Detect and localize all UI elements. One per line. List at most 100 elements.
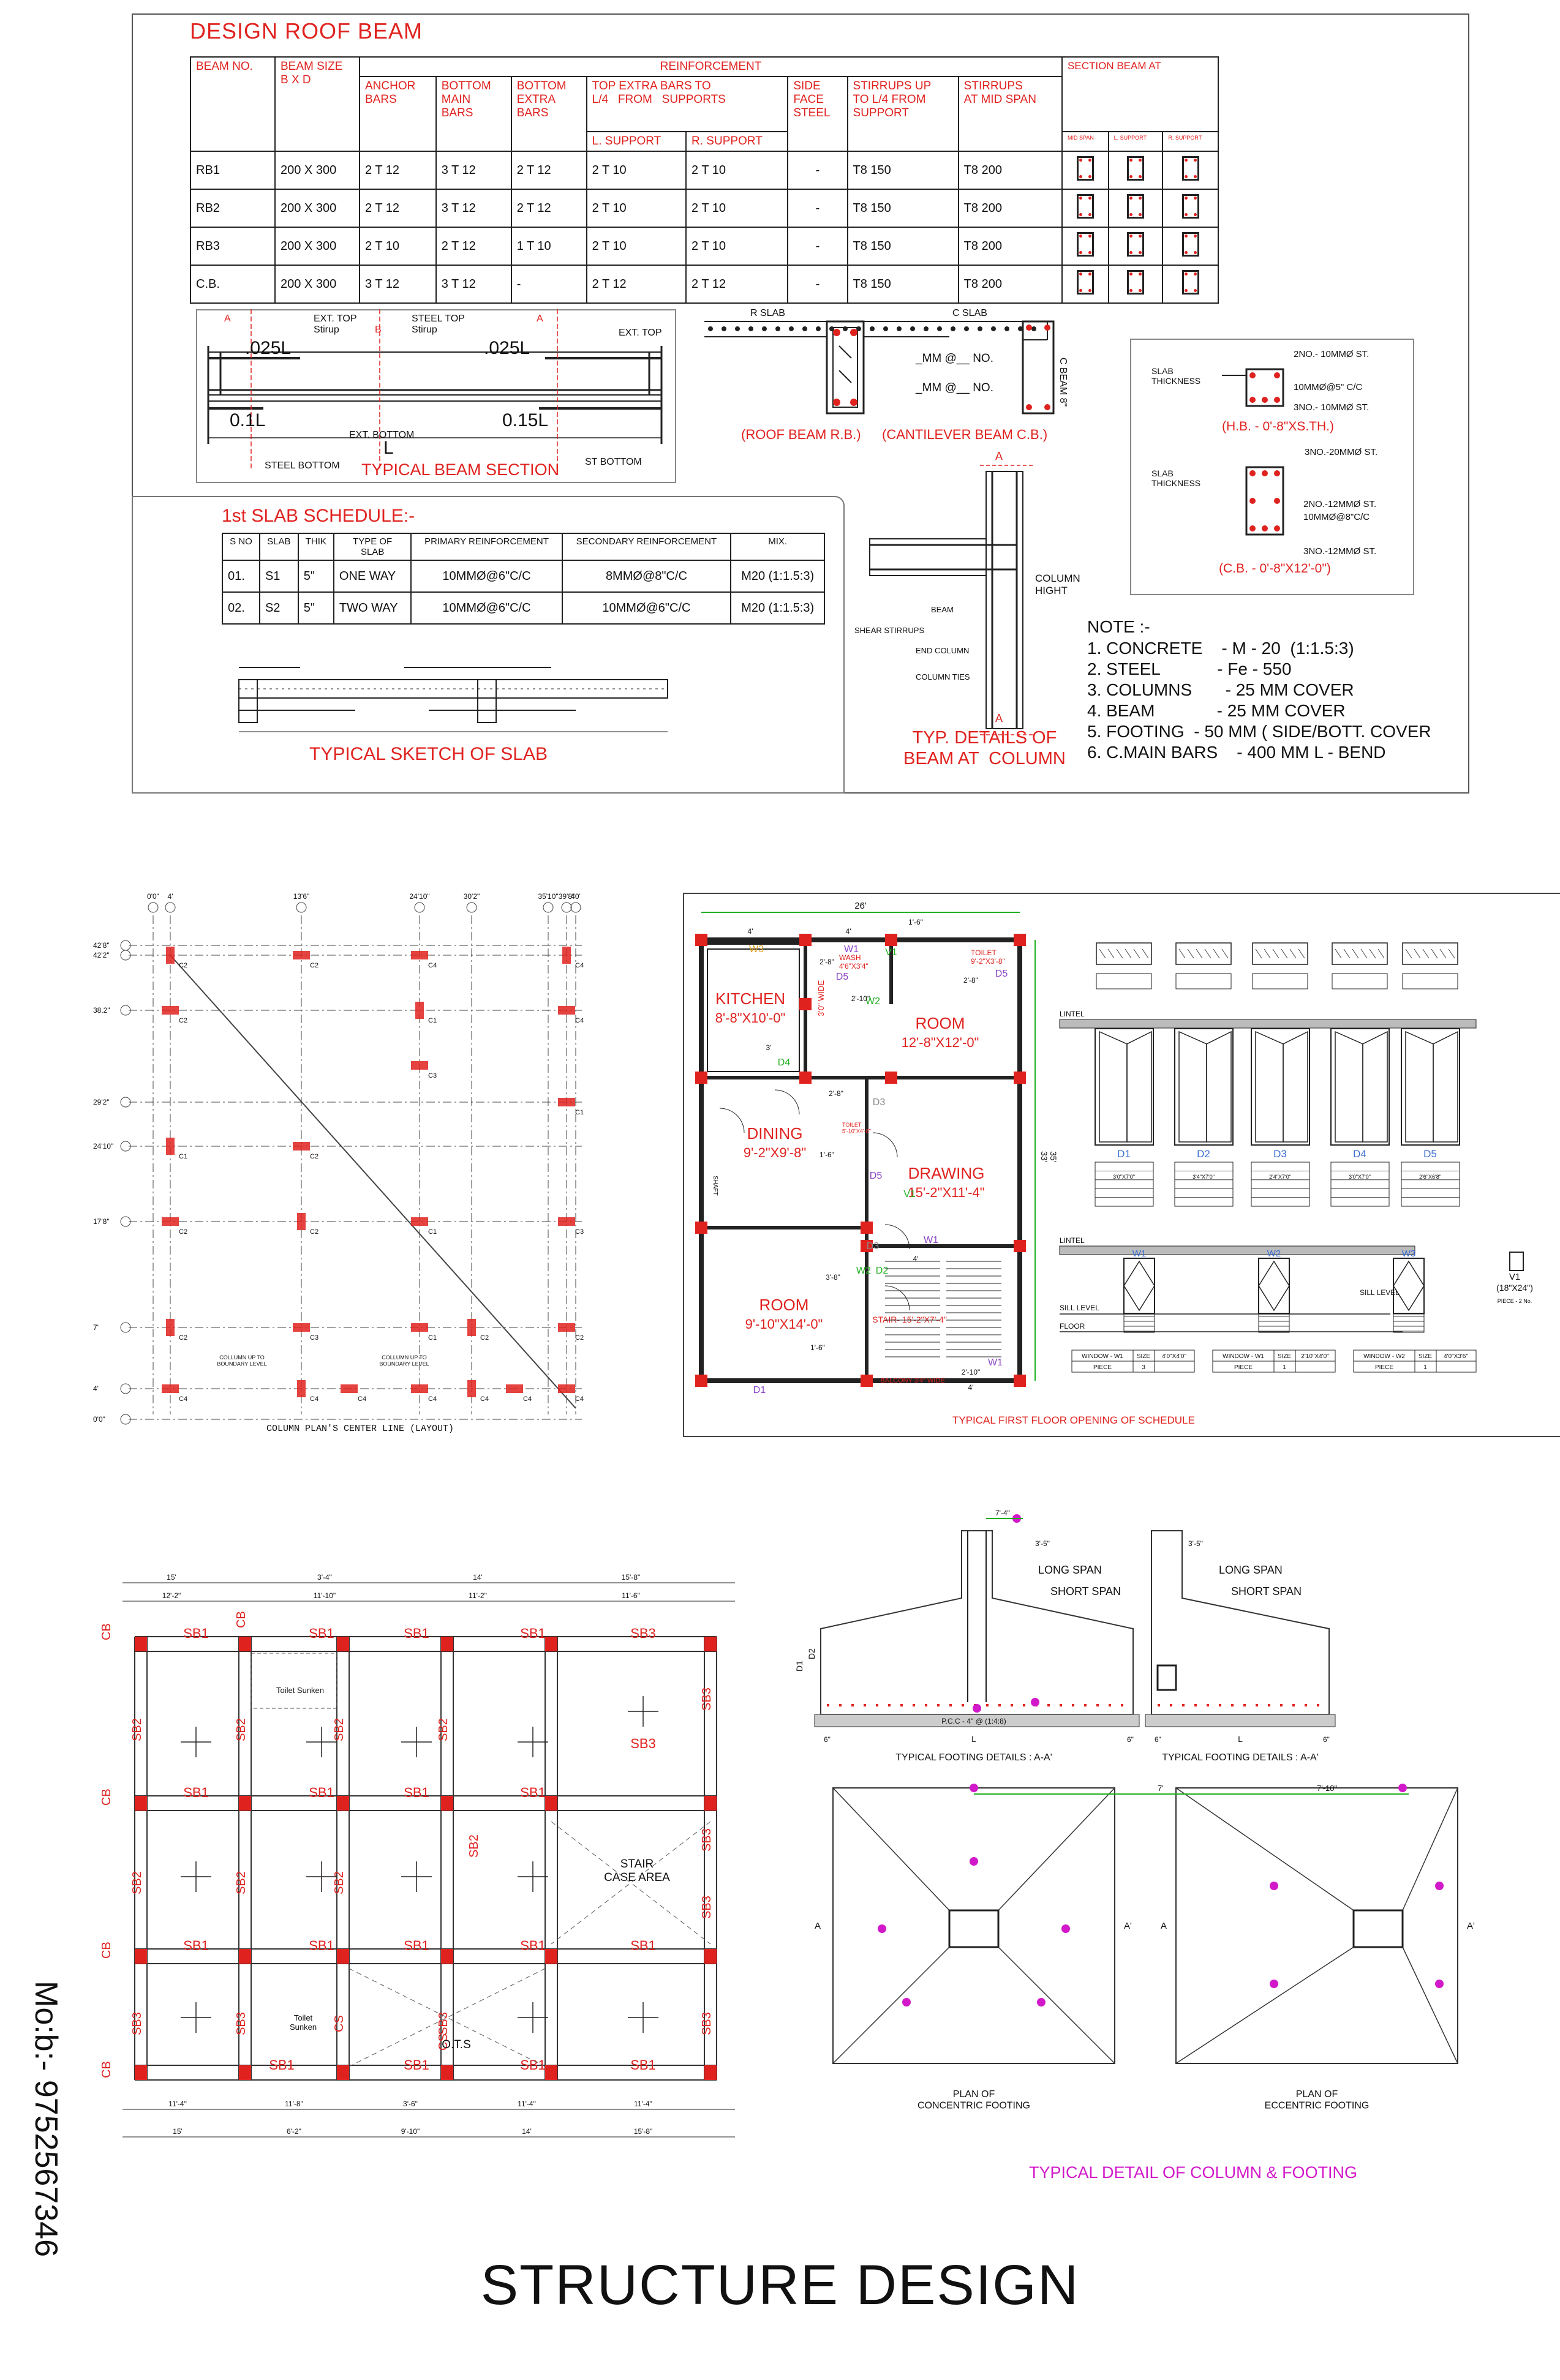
slab-label-vert: CS	[333, 2015, 346, 2032]
slab-bar-dot	[843, 326, 848, 331]
grid-bubble	[120, 1383, 131, 1394]
slab-cell: ONE WAY	[333, 560, 412, 593]
door-leaf	[1433, 1030, 1458, 1143]
slab-col-header: S NO	[222, 533, 260, 561]
door-top-section	[1175, 942, 1232, 965]
slab-label-vert: CB	[100, 1623, 113, 1640]
opening-mark: D4	[778, 1057, 791, 1068]
beam-section-drawing	[207, 309, 663, 468]
slab-column	[545, 2065, 557, 2080]
slab-column	[441, 2065, 453, 2080]
grid-bubble	[148, 902, 159, 913]
grid-x-label: 24'10"	[409, 892, 429, 901]
plan-slope	[832, 1787, 950, 1911]
column-tag: C2	[575, 1334, 584, 1342]
door-leaf	[1099, 1030, 1128, 1143]
hatch	[1255, 948, 1262, 959]
ots-cross	[349, 1968, 546, 2067]
slab-dim: 15'	[167, 1573, 176, 1582]
roof-sections-c-slab: C SLAB	[952, 308, 987, 318]
window-table-name: WINDOW - W2	[1363, 1353, 1405, 1360]
door-top-section	[1252, 942, 1308, 965]
slab-label-vert: CB	[235, 1611, 248, 1628]
col-detail-caption: TYP. DETAILS OF BEAM AT COLUMN	[903, 728, 1066, 768]
slab-sketch-caption: TYPICAL SKETCH OF SLAB	[309, 744, 548, 764]
column-tag: C1	[428, 1228, 437, 1236]
notes-title: NOTE :-	[1087, 617, 1150, 636]
opening-dim: 3'-8"	[826, 1273, 840, 1282]
roof-beam-cell-side: -	[787, 227, 848, 266]
hatch	[1289, 948, 1297, 959]
slab-label: SB1	[630, 1938, 656, 1953]
slab-cell: 02.	[222, 591, 260, 625]
window-table-piece: 1	[1283, 1364, 1286, 1371]
grid-x-label: 40'	[571, 892, 581, 901]
column-tag: C1	[179, 1153, 187, 1160]
opening-mark: W1	[988, 1357, 1003, 1368]
window-id: W3	[1402, 1248, 1416, 1259]
hatch	[1264, 948, 1271, 959]
slab-label: SB1	[404, 2057, 429, 2073]
roof-beam-cell-l: 2 T 10	[586, 151, 687, 190]
lintel-band	[1059, 1245, 1415, 1255]
span-l: L	[971, 1734, 976, 1744]
grid-bubble	[296, 902, 307, 913]
beam-section-icon	[1107, 189, 1164, 228]
plan-column	[695, 934, 707, 946]
roof-beam-cell-no: RB3	[190, 227, 276, 266]
column-marker	[297, 1213, 306, 1230]
roof-beam-cell-st_mid: T8 200	[957, 151, 1063, 190]
window-table-piece-label: PIECE	[1093, 1364, 1112, 1371]
beam-section-a2: A	[537, 313, 543, 324]
grid-node	[1435, 1980, 1444, 1988]
section-a-prime: A'	[1467, 1921, 1475, 1931]
plan-column	[695, 1375, 707, 1387]
opening-dim: 2'-10"	[962, 1368, 981, 1376]
column-tag: C2	[179, 1334, 187, 1342]
note-line-1: 1. CONCRETE - M - 20 (1:1.5:3)	[1087, 639, 1354, 658]
door-leaf	[1178, 1030, 1207, 1143]
hatch	[1272, 948, 1279, 959]
hatch	[1448, 948, 1455, 959]
slab-bar-dot	[856, 326, 861, 331]
opening-dim: 1'-6"	[820, 1151, 834, 1159]
grid-node	[1061, 1924, 1070, 1933]
column-tag: C3	[428, 1072, 437, 1079]
col-detail-shear: SHEAR STIRRUPS	[854, 626, 925, 635]
opening-dim: 4'	[913, 1255, 919, 1263]
roof-sections-roof-caption: (ROOF BEAM R.B.)	[741, 427, 861, 442]
window-table-size: 4'0"X3'6"	[1444, 1353, 1468, 1360]
column-marker	[293, 951, 310, 959]
grid-bubble	[120, 1005, 131, 1016]
beam-section-icon	[1162, 265, 1219, 304]
window-glazing	[1393, 1260, 1425, 1312]
beam-section-icon	[1061, 227, 1109, 266]
hatch	[1133, 948, 1140, 959]
slab-bar-dot	[1031, 326, 1036, 331]
column-marker	[558, 1098, 575, 1106]
slab-label-vert: SB3	[700, 1687, 714, 1711]
roof-beam-cell-side: -	[787, 265, 848, 304]
grid-bubble	[561, 902, 572, 913]
slab-bar-dot	[735, 326, 740, 331]
hatch	[1369, 948, 1376, 959]
grid-bubble	[570, 902, 581, 913]
slab-label-vert: CS	[437, 2033, 450, 2051]
opening-dim: 4'	[968, 1383, 974, 1392]
brick-sill	[1123, 1313, 1155, 1333]
door-top-section	[1402, 942, 1458, 965]
door-swing	[884, 1285, 910, 1311]
roof-beam-cell-anchor: 2 T 12	[359, 189, 437, 228]
aa-caption: TYPICAL FOOTING DETAILS : A-A'	[895, 1752, 1052, 1763]
plan-depth: 35'	[1049, 1151, 1058, 1162]
beam-section-steel-top-stirup: STEEL TOP Stirup	[412, 313, 465, 335]
plan-slope	[998, 1787, 1115, 1911]
slab-column	[337, 1637, 349, 1651]
plan-column	[861, 1375, 873, 1387]
slab-bar-dot	[829, 326, 834, 331]
slab-dim: 11'-4"	[634, 2100, 652, 2108]
roof-beam-table: BEAM NO. BEAM SIZE B X D REINFORCEMENT S…	[190, 56, 1219, 304]
